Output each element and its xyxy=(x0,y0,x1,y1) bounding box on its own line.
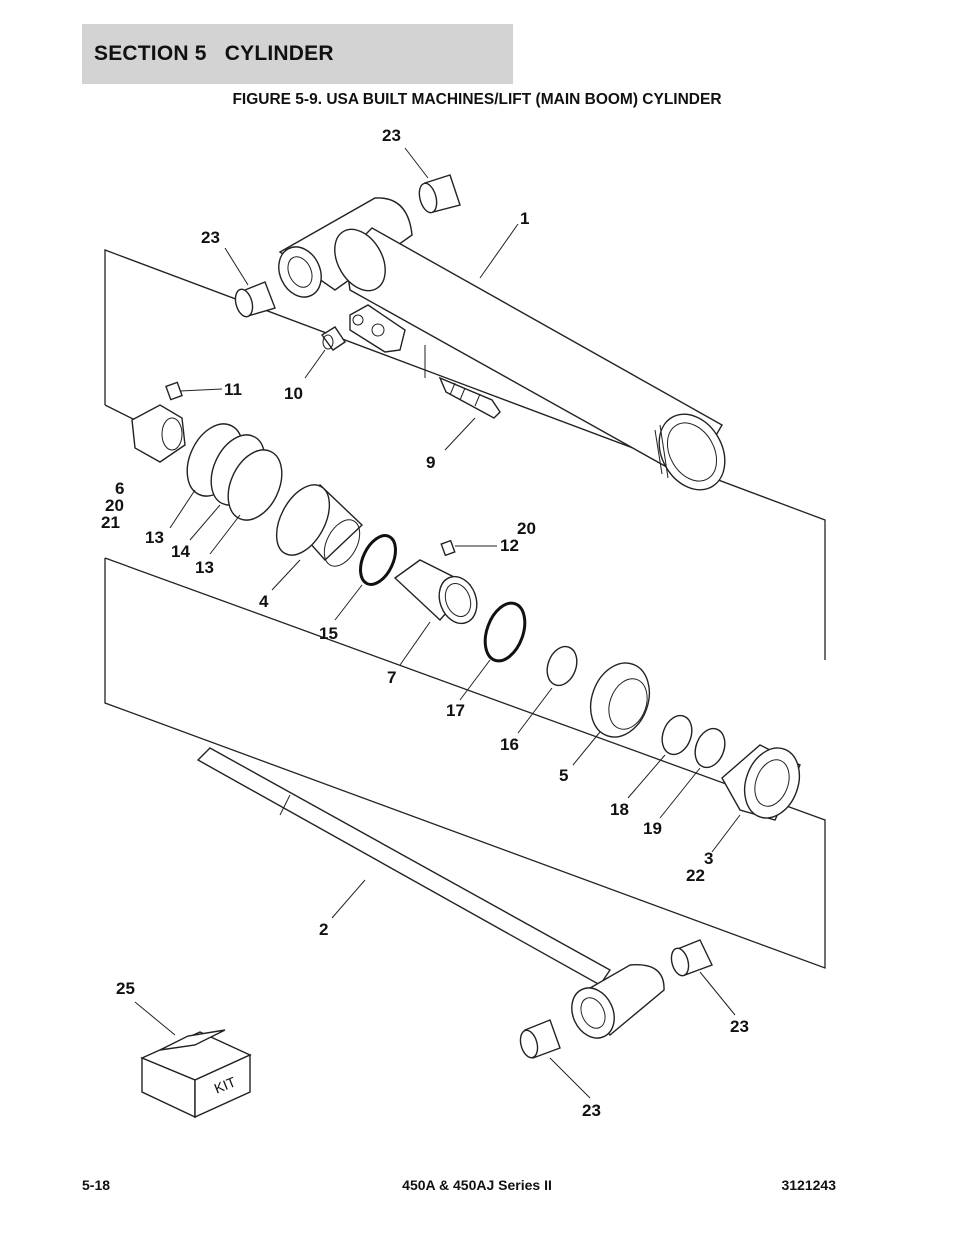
ring-19 xyxy=(694,727,726,769)
callout-5: 5 xyxy=(559,766,569,785)
piston-rod xyxy=(196,747,665,1039)
section-title: SECTION 5 CYLINDER xyxy=(94,42,334,65)
bushing-top xyxy=(418,174,461,214)
callout-23: 23 xyxy=(201,228,220,247)
page-number: 5-18 xyxy=(82,1177,111,1193)
fitting xyxy=(320,326,346,351)
kit-box xyxy=(140,1029,252,1119)
bushing-lower-right xyxy=(670,939,713,977)
callout-4: 4 xyxy=(259,592,269,611)
ring-18 xyxy=(661,714,693,756)
callout-1: 1 xyxy=(520,209,530,228)
spacer-tube xyxy=(393,559,478,625)
callout-16: 16 xyxy=(500,735,519,754)
callout-6: 6 xyxy=(115,479,125,498)
callout-22: 22 xyxy=(686,866,705,885)
wear-ring-16 xyxy=(546,645,578,687)
callout-21: 21 xyxy=(101,513,120,532)
bushing-bottom xyxy=(519,1019,561,1059)
callout-15: 15 xyxy=(319,624,338,643)
callout-23: 23 xyxy=(382,126,401,145)
valve-cartridge xyxy=(424,345,501,419)
piston xyxy=(589,662,651,738)
callout-13: 13 xyxy=(195,558,214,577)
callout-20: 20 xyxy=(105,496,124,515)
lock-nut xyxy=(131,404,186,463)
o-ring-17 xyxy=(483,601,527,663)
callout-19: 19 xyxy=(643,819,662,838)
callout-2: 2 xyxy=(319,920,329,939)
cylinder-head xyxy=(275,484,364,567)
callout-10: 10 xyxy=(284,384,303,403)
piston-nut xyxy=(721,744,801,821)
section-header: SECTION 5 CYLINDER xyxy=(82,24,513,84)
assembly-lines xyxy=(104,249,826,969)
callout-7: 7 xyxy=(387,668,397,687)
callout-11: 11 xyxy=(224,380,242,399)
callout-14: 14 xyxy=(171,542,190,561)
callout-18: 18 xyxy=(610,800,629,819)
setscrew-12 xyxy=(440,539,456,557)
callout-9: 9 xyxy=(426,453,436,472)
callout-23: 23 xyxy=(730,1017,749,1036)
document-number: 3121243 xyxy=(781,1177,836,1193)
callout-12: 12 xyxy=(500,536,519,555)
callout-13: 13 xyxy=(145,528,164,547)
callout-23: 23 xyxy=(582,1101,601,1120)
o-ring-15 xyxy=(359,534,397,586)
setscrew-top xyxy=(165,381,183,401)
callout-3: 3 xyxy=(704,849,714,868)
cylinder-barrel xyxy=(278,197,726,491)
model-name: 450A & 450AJ Series II xyxy=(402,1177,552,1193)
bushing-left xyxy=(234,281,276,318)
callout-20: 20 xyxy=(517,519,536,538)
callout-17: 17 xyxy=(446,701,465,720)
figure-title: FIGURE 5-9. USA BUILT MACHINES/LIFT (MAI… xyxy=(232,91,722,108)
leader-lines xyxy=(134,147,741,1099)
seal-rings xyxy=(186,423,283,521)
callout-25: 25 xyxy=(116,979,135,998)
